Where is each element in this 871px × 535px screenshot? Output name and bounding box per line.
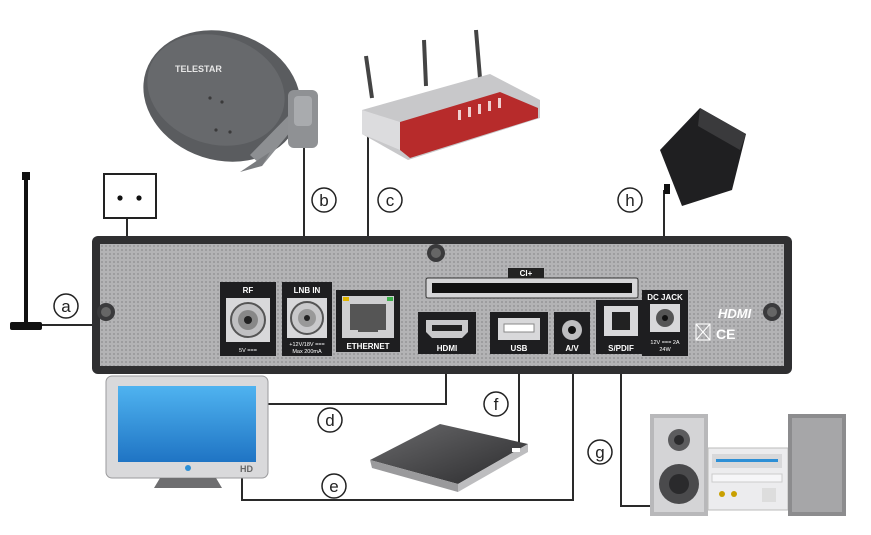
callout-e: e bbox=[321, 473, 347, 499]
av-port[interactable]: A/V bbox=[554, 312, 590, 354]
svg-text:g: g bbox=[595, 443, 604, 462]
svg-text:d: d bbox=[325, 411, 334, 430]
callouts: a b c d e f g h bbox=[53, 187, 643, 499]
svg-text:b: b bbox=[319, 191, 328, 210]
callout-a: a bbox=[53, 293, 79, 319]
hdmi-label: HDMI bbox=[437, 344, 457, 353]
hdmi-logo: HDMI bbox=[718, 306, 752, 321]
weee-icon bbox=[695, 323, 711, 341]
certification-marks: HDMI CE bbox=[695, 306, 752, 342]
dc-jack-port[interactable]: DC JACK 12V === 2A 24W bbox=[642, 290, 688, 356]
lnb-in-port[interactable]: LNB IN +12V/18V === Max 200mA bbox=[282, 282, 332, 356]
rf-sub-label: 5V === bbox=[239, 348, 257, 354]
external-hdd-icon bbox=[370, 424, 528, 492]
callout-f: f bbox=[483, 391, 509, 417]
ci-slot[interactable]: CI+ bbox=[425, 268, 639, 299]
ethernet-port[interactable]: ETHERNET bbox=[336, 290, 400, 352]
svg-text:e: e bbox=[329, 477, 338, 496]
callout-g: g bbox=[587, 439, 613, 465]
callout-h: h bbox=[617, 187, 643, 213]
ethernet-label: ETHERNET bbox=[346, 342, 389, 351]
satellite-dish-icon: TELESTAR bbox=[143, 30, 318, 172]
dish-brand-label: TELESTAR bbox=[175, 64, 222, 74]
power-adapter-icon bbox=[660, 108, 746, 206]
dc-sub-label-2: 24W bbox=[659, 347, 671, 353]
dc-sub-label-1: 12V === 2A bbox=[650, 340, 680, 346]
callout-b: b bbox=[311, 187, 337, 213]
stereo-system-icon bbox=[650, 414, 846, 516]
svg-text:h: h bbox=[625, 191, 634, 210]
svg-text:a: a bbox=[61, 297, 71, 316]
av-cable bbox=[241, 350, 574, 501]
tv-hd-badge: HD bbox=[240, 464, 253, 474]
svg-text:c: c bbox=[386, 191, 395, 210]
hdmi-port[interactable]: HDMI bbox=[418, 312, 476, 354]
wall-socket-icon bbox=[103, 173, 157, 219]
receiver-back-panel: CI+ RF 5V === LNB IN +12V/18V === Max 20… bbox=[92, 236, 792, 374]
usb-label: USB bbox=[511, 344, 528, 353]
spdif-cable bbox=[620, 350, 655, 507]
ce-mark: CE bbox=[716, 326, 735, 342]
av-label: A/V bbox=[565, 344, 579, 353]
tv-icon: HD bbox=[105, 375, 269, 488]
rf-label: RF bbox=[243, 286, 254, 295]
svg-text:f: f bbox=[494, 395, 499, 414]
lnb-label: LNB IN bbox=[294, 286, 321, 295]
router-icon bbox=[362, 29, 540, 160]
ci-label: CI+ bbox=[520, 269, 533, 278]
spdif-port[interactable]: S/PDIF bbox=[596, 300, 646, 354]
spdif-label: S/PDIF bbox=[608, 344, 634, 353]
callout-d: d bbox=[317, 407, 343, 433]
usb-port[interactable]: USB bbox=[490, 312, 548, 354]
callout-c: c bbox=[377, 187, 403, 213]
terrestrial-antenna-icon bbox=[10, 172, 42, 330]
lnb-sub-label-1: +12V/18V === bbox=[289, 342, 324, 348]
lnb-sub-label-2: Max 200mA bbox=[292, 349, 322, 355]
dc-jack-label: DC JACK bbox=[647, 293, 683, 302]
rf-port[interactable]: RF 5V === bbox=[220, 282, 276, 356]
